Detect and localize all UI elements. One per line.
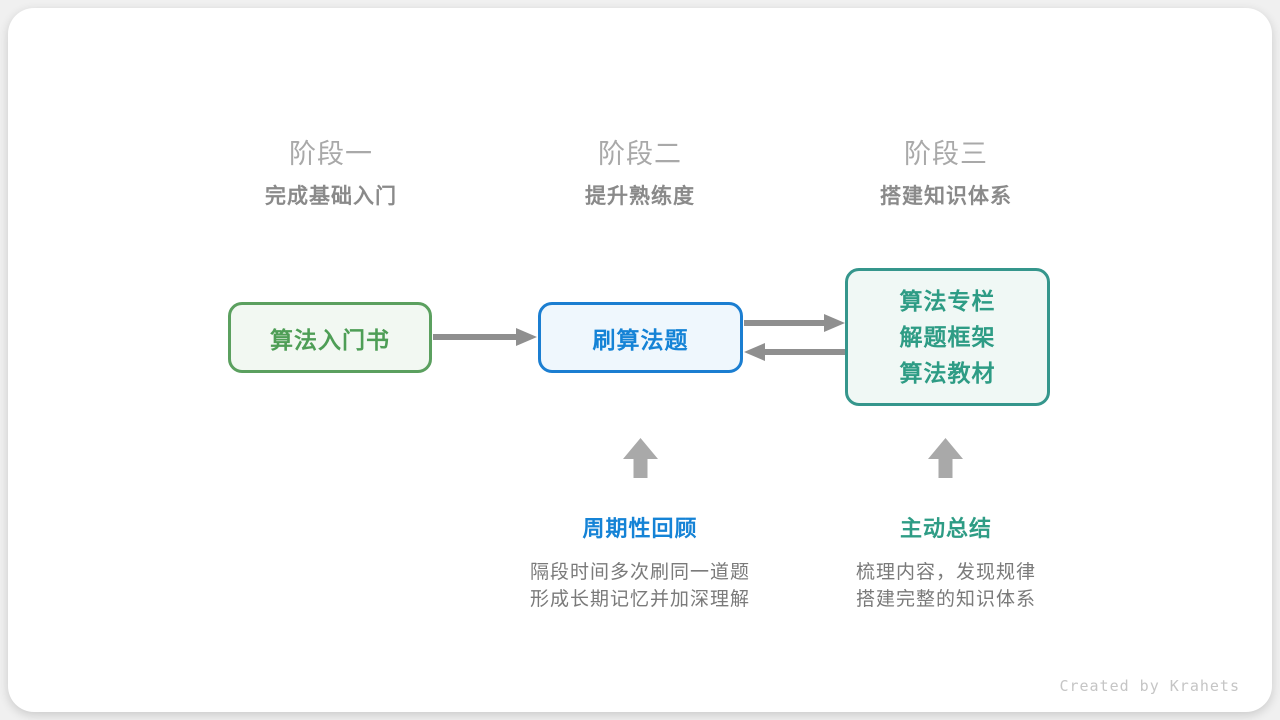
review-description-line2: 形成长期记忆并加深理解: [529, 589, 750, 610]
summarize-description-line2: 搭建完整的知识体系: [855, 589, 1036, 610]
summarize-description: 梳理内容，发现规律 搭建完整的知识体系: [766, 559, 1126, 613]
box-intro-book-label: 算法入门书: [270, 326, 390, 353]
up-arrow-review-icon: [623, 438, 658, 478]
up-arrow-summarize-icon: [928, 438, 963, 478]
phase2-subtitle: 提升熟练度: [585, 185, 695, 208]
box-knowledge-line1: 算法专栏: [899, 288, 996, 314]
box-knowledge-line2: 解题框架: [899, 324, 996, 350]
summarize-label: 主动总结: [899, 516, 992, 541]
arrow-stage3-to-stage2-icon: [744, 343, 845, 361]
box-knowledge-system: 算法专栏 解题框架 算法教材: [845, 268, 1050, 406]
phase3-subtitle: 搭建知识体系: [880, 185, 1012, 208]
box-practice-problems-label: 刷算法题: [592, 326, 689, 353]
phase1-title: 阶段一: [289, 139, 373, 169]
review-description-line1: 隔段时间多次刷同一道题: [529, 562, 750, 583]
box-knowledge-line3: 算法教材: [899, 360, 996, 386]
box-practice-problems: 刷算法题: [538, 302, 743, 373]
credit-text: Created by Krahets: [1059, 677, 1240, 695]
summarize-description-line1: 梳理内容，发现规律: [855, 562, 1036, 583]
review-description: 隔段时间多次刷同一道题 形成长期记忆并加深理解: [460, 559, 820, 613]
review-label: 周期性回顾: [582, 516, 698, 541]
phase1-subtitle: 完成基础入门: [265, 185, 397, 208]
arrow-stage2-to-stage3-icon: [744, 314, 845, 332]
box-intro-book: 算法入门书: [228, 302, 432, 373]
phase2-title: 阶段二: [598, 139, 682, 169]
phase3-title: 阶段三: [904, 139, 988, 169]
arrow-stage1-to-stage2-icon: [433, 328, 537, 346]
diagram-card: 阶段一 完成基础入门 阶段二 提升熟练度 阶段三 搭建知识体系 算法入门书 刷算…: [8, 8, 1272, 712]
